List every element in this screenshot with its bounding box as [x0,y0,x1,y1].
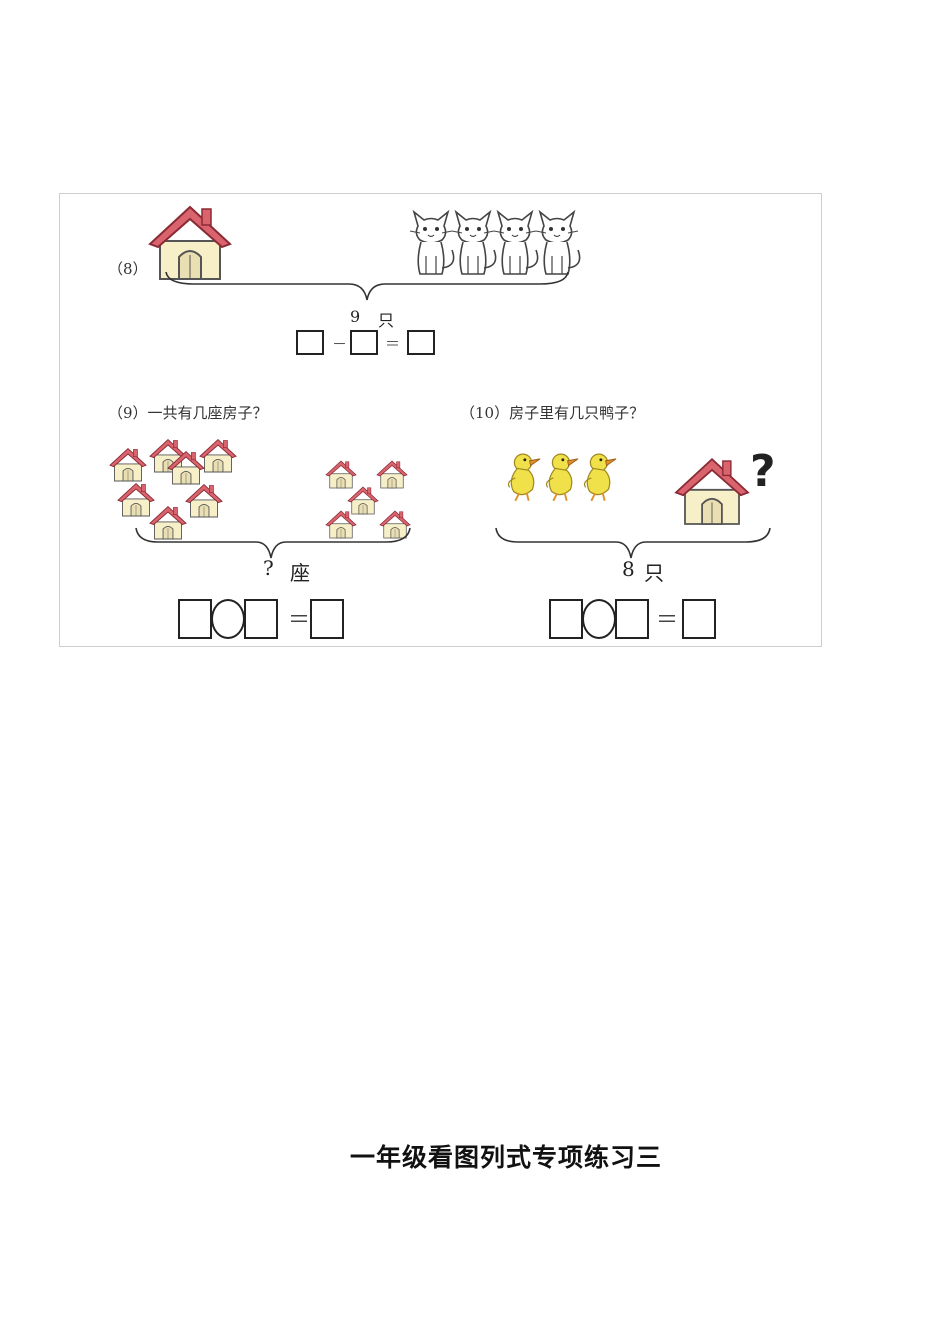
q9-unit: 座 [290,561,310,585]
duck-icon [583,453,618,502]
duck-icon [507,453,542,502]
equals-sign: ＝ [288,608,311,633]
house-icon [167,451,205,485]
answer-box[interactable] [350,330,378,355]
q8-label: （8） [108,260,148,278]
answer-box[interactable] [615,599,649,639]
answer-box[interactable] [682,599,716,639]
house-icon [199,439,237,473]
equals-sign: ＝ [385,335,401,353]
q8-unit: 只 [378,311,395,330]
brace [135,527,411,559]
answer-box[interactable] [244,599,278,639]
q10-label: （10）房子里有几只鸭子？ [460,404,645,422]
q10-unit: 只 [644,561,664,585]
answer-box[interactable] [549,599,583,639]
q8-total: 9 [350,307,361,326]
answer-box[interactable] [310,599,344,639]
q9-label: （9）一共有几座房子？ [108,404,268,422]
q10-total: 8 [622,557,635,581]
equals-sign: ＝ [656,608,679,633]
answer-box[interactable] [407,330,435,355]
brace [495,527,771,559]
house-icon [185,484,223,518]
duck-icon [545,453,580,502]
operator-circle[interactable] [211,599,245,639]
house-icon [109,448,147,482]
minus-sign: － [332,335,348,353]
question-mark: ? [750,446,776,497]
house-icon [117,483,155,517]
answer-box[interactable] [296,330,324,355]
exercise-panel: （8） 9 只 － ＝ （9）一共有几座房子？ ? 座 ＝ （10）房子里有几只… [59,193,822,647]
page-title: 一年级看图列式专项练习三 [349,1143,662,1172]
cat-icon [535,211,581,275]
answer-box[interactable] [178,599,212,639]
operator-circle[interactable] [582,599,616,639]
house-icon [675,458,749,525]
q9-total: ? [263,556,274,580]
brace [165,271,569,301]
house-icon [149,206,231,280]
